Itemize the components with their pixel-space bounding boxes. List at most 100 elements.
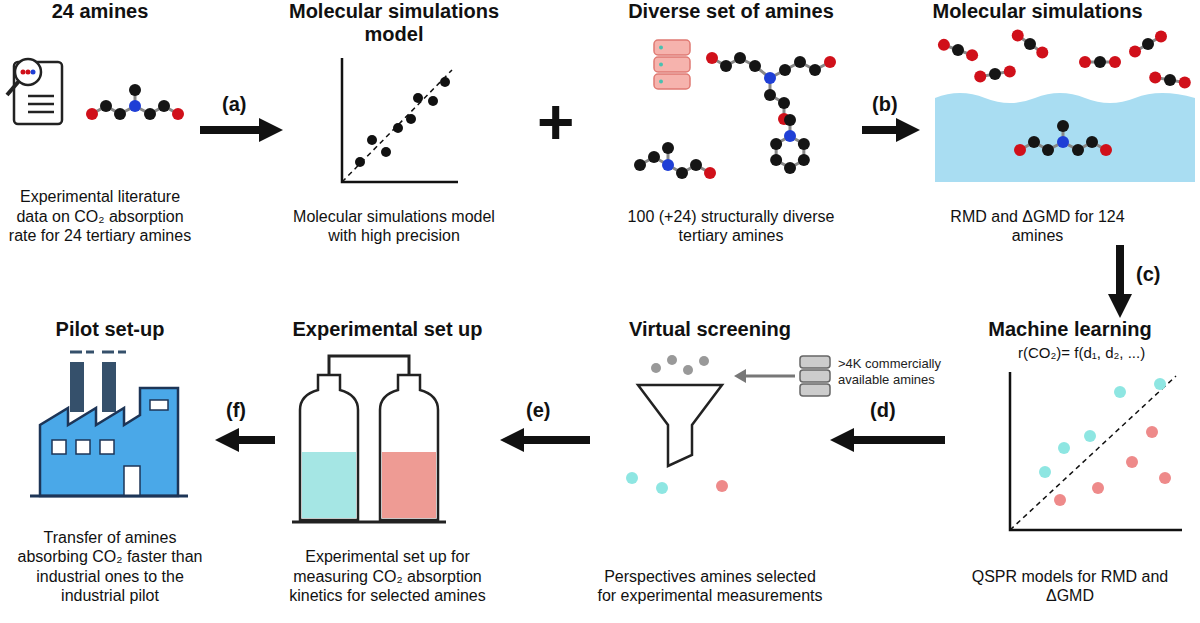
molecule-part (1024, 38, 1036, 50)
step-label: (c) (1136, 262, 1160, 286)
molecule-part (1129, 46, 1141, 58)
molecule-part (144, 108, 156, 120)
molecule-part (778, 97, 790, 109)
molecule-part (779, 64, 791, 76)
molecule-part (1100, 144, 1112, 156)
molecule-part (784, 162, 796, 174)
factory-icon-part (118, 351, 126, 354)
molecule-part (784, 114, 796, 126)
molecule-part (1142, 38, 1154, 50)
stage-panel: Machine learningQSPR models for RMD and … (945, 318, 1195, 605)
factory-icon (30, 352, 188, 496)
document-icon-part (31, 70, 36, 75)
molecule-part (648, 151, 660, 163)
qspr-chart-part (1092, 482, 1104, 494)
qspr-chart-part (1159, 472, 1171, 484)
flow-arrow (862, 126, 906, 134)
molecule (1012, 29, 1049, 58)
absorption-setup-part (382, 452, 436, 518)
step-label: (f) (226, 398, 246, 422)
molecule-part (749, 60, 761, 72)
molecule-part (676, 167, 688, 179)
molecule-part (1036, 47, 1048, 59)
note-label: >4K commercially available amines (838, 356, 944, 387)
stage-panel: Diverse set of amines100 (+24) structura… (600, 0, 862, 245)
solvent-liquid (935, 93, 1195, 182)
flow-arrow (200, 126, 269, 134)
molecule-part (662, 142, 674, 154)
screening-funnel (626, 355, 830, 494)
molecule-part (966, 49, 978, 61)
molecule-part (1028, 136, 1040, 148)
database-icon-part (654, 74, 690, 89)
parity-chart-part (381, 147, 391, 157)
molecule-part (974, 71, 986, 83)
screening-funnel-part (638, 385, 722, 466)
molecule-part (158, 100, 170, 112)
molecule (1014, 120, 1112, 156)
stage-heading: Diverse set of amines (628, 0, 834, 23)
molecule (86, 84, 184, 120)
stage-description: Perspectives amines selected for experim… (594, 567, 826, 605)
molecule (974, 65, 1016, 82)
molecule-part (662, 159, 674, 171)
step-label: (a) (222, 92, 246, 116)
stage-heading: Pilot set-up (56, 318, 165, 341)
stage-heading: Experimental set up (292, 318, 482, 341)
stage-panel: Experimental set upExperimental set up f… (275, 318, 500, 605)
factory-icon-part (124, 466, 140, 496)
molecule-part (1094, 56, 1106, 68)
document-icon-part (28, 111, 54, 114)
stage-description: Transfer of amines absorbing CO₂ faster … (9, 528, 211, 605)
molecule-part (989, 68, 1001, 80)
factory-icon-part (100, 440, 114, 454)
absorption-setup-part (380, 375, 438, 520)
molecule (1129, 31, 1167, 58)
parity-chart-part (440, 77, 450, 87)
molecule-part (764, 72, 776, 84)
molecule-part (952, 44, 964, 56)
molecule-part (114, 108, 126, 120)
database-icon-part (659, 63, 663, 67)
plus-sign: + (537, 90, 574, 154)
molecule-part (1109, 56, 1121, 68)
molecule (938, 39, 978, 61)
molecules (86, 29, 1191, 179)
molecule-part (720, 60, 732, 72)
stage-panel: Virtual screeningPerspectives amines sel… (590, 318, 830, 605)
stage-heading: Virtual screening (629, 318, 791, 341)
document-icon-part (21, 70, 26, 75)
database-icon (654, 40, 690, 89)
document-icon-part (28, 103, 54, 106)
database-icon-part (659, 80, 663, 84)
screening-funnel-part (667, 355, 677, 365)
flow-arrow (514, 436, 590, 444)
qspr-chart-part (1010, 376, 1176, 530)
screening-funnel-part (651, 363, 661, 373)
document-icon-part (28, 95, 54, 98)
molecule-part (1155, 31, 1167, 43)
step-label: (d) (870, 398, 896, 422)
parity-chart-part (428, 96, 438, 106)
qspr-chart-part (1058, 442, 1070, 454)
molecule (706, 52, 836, 125)
screening-funnel-part (716, 480, 728, 492)
factory-icon-part (102, 362, 116, 412)
factory-icon-part (76, 440, 90, 454)
factory-icon-part (150, 400, 168, 410)
molecule-part (1004, 65, 1016, 77)
qspr-chart-part (1084, 430, 1096, 442)
qspr-chart-part (1114, 386, 1126, 398)
screening-funnel-part (626, 472, 638, 484)
stage-heading: Machine learning (988, 318, 1151, 341)
step-label: (e) (526, 398, 550, 422)
molecule-part (706, 52, 718, 64)
stage-panel: Pilot set-upTransfer of amines absorbing… (5, 318, 215, 605)
molecule-part (129, 84, 141, 96)
molecule-part (100, 100, 112, 112)
screening-funnel-part (699, 356, 709, 366)
stage-heading: Molecular simulations (932, 0, 1142, 23)
